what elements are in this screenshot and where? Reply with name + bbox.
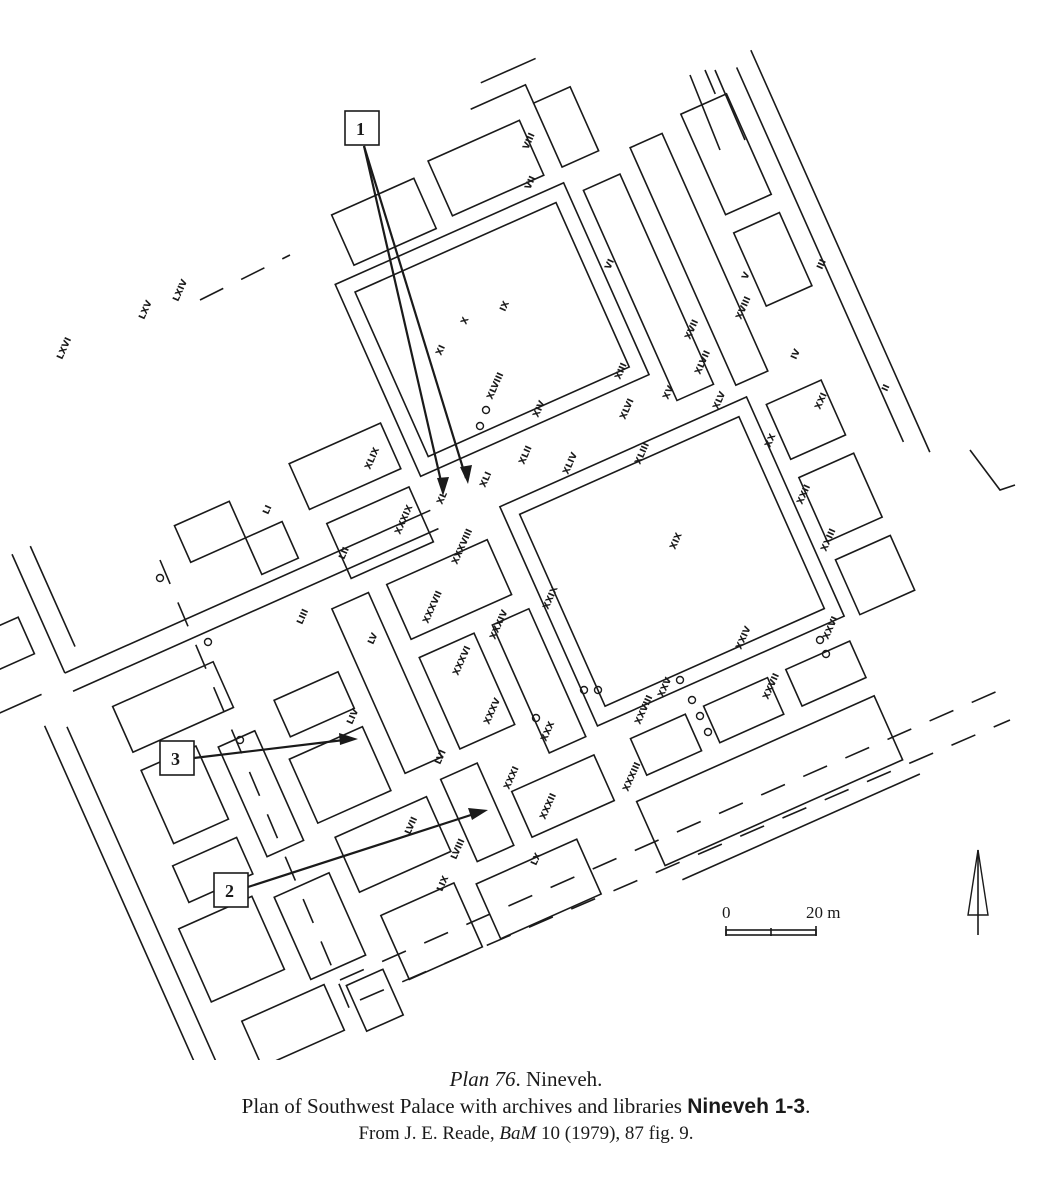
caption-highlight: Nineveh 1-3 (687, 1095, 806, 1118)
room-label: XV (662, 384, 677, 401)
room-label: XLII (518, 444, 535, 466)
room-label: XIV (532, 399, 548, 419)
room-label: XL (436, 490, 450, 506)
room-labels: VII VIII IX X XI VI V IV II III XVII XVI… (56, 132, 893, 894)
room-label: XXXV (483, 697, 503, 726)
caption-description: Plan of Southwest Palace with archives a… (241, 1094, 688, 1118)
room-label: XXIV (735, 625, 754, 651)
room-label: XXXVII (422, 590, 445, 626)
plan-number: Plan 76 (449, 1067, 516, 1091)
room-label: XXXII (539, 792, 559, 821)
palace-plan: VII VIII IX X XI VI V IV II III XVII XVI… (0, 49, 1016, 1060)
column-bases (155, 405, 831, 745)
room-label: XXXIII (622, 761, 644, 793)
scale-bar: 0 20 m (722, 903, 840, 936)
room-label: LXVI (56, 336, 74, 361)
room-label: LVI (434, 749, 449, 767)
room-label: LIII (296, 608, 312, 626)
room-label: XX (764, 432, 779, 449)
callout-number: 2 (225, 881, 234, 901)
callout-1: 1 (344, 110, 472, 496)
room-label: XXVIII (634, 694, 656, 726)
room-label: XXXIX (394, 504, 416, 537)
caption-source-pre: From J. E. Reade, (358, 1123, 500, 1144)
room-label: XIX (669, 531, 685, 551)
room-label: XXVI (822, 615, 841, 641)
room-label: XXX (540, 720, 558, 743)
room-label: XLVII (694, 349, 713, 376)
callout-2: 2 (213, 808, 488, 908)
room-label: LVIII (450, 837, 468, 861)
caption-line-1: Plan 76. Nineveh. (0, 1066, 1052, 1093)
room-label: LI (262, 504, 275, 516)
room-label: XIII (614, 362, 630, 382)
room-label: XXXI (503, 765, 522, 791)
figure-caption: Plan 76. Nineveh. Plan of Southwest Pala… (0, 1066, 1052, 1147)
room-label: LII (338, 546, 352, 561)
room-label: XI (435, 344, 448, 357)
palace-walls (0, 49, 931, 1060)
room-label: LXV (138, 299, 155, 321)
excavation-limits (159, 69, 1016, 1011)
scale-end-label: 20 m (806, 903, 840, 922)
room-label: X (460, 316, 472, 326)
room-label: IV (790, 348, 803, 362)
room-label: III (816, 258, 829, 271)
room-label: XLIX (364, 446, 382, 471)
room-label: XLVI (619, 397, 637, 421)
room-label: XVIII (735, 295, 754, 321)
room-label: XXV (657, 676, 675, 699)
room-label: VIII (522, 132, 538, 152)
room-label: XLI (479, 471, 495, 490)
caption-line-2: Plan of Southwest Palace with archives a… (0, 1093, 1052, 1120)
room-label: XXXVI (452, 645, 474, 678)
room-label: IX (499, 300, 512, 314)
north-arrow-icon (967, 849, 989, 935)
caption-period: . (805, 1094, 811, 1118)
room-label: LIV (346, 707, 362, 726)
caption-line-3: From J. E. Reade, BaM 10 (1979), 87 fig.… (0, 1120, 1052, 1147)
room-label: V (741, 271, 753, 281)
room-label: XLVIII (486, 371, 507, 401)
room-label: XLV (712, 390, 729, 411)
scale-zero-label: 0 (722, 903, 731, 922)
room-label: VII (524, 175, 539, 192)
caption-journal: BaM (499, 1123, 537, 1144)
caption-site: . Nineveh. (515, 1067, 603, 1091)
room-label: LXIV (172, 278, 190, 303)
room-label: LIX (436, 874, 452, 893)
callout-number: 1 (356, 119, 365, 139)
room-label: XXVII (762, 672, 782, 701)
room-label: LX (530, 852, 544, 868)
room-label: LV (367, 632, 381, 647)
room-label: VI (604, 258, 617, 272)
callout-3: 3 (159, 733, 358, 776)
room-label: II (881, 383, 893, 393)
caption-source-rest: 10 (1979), 87 fig. 9. (536, 1123, 694, 1144)
callout-number: 3 (171, 749, 180, 769)
